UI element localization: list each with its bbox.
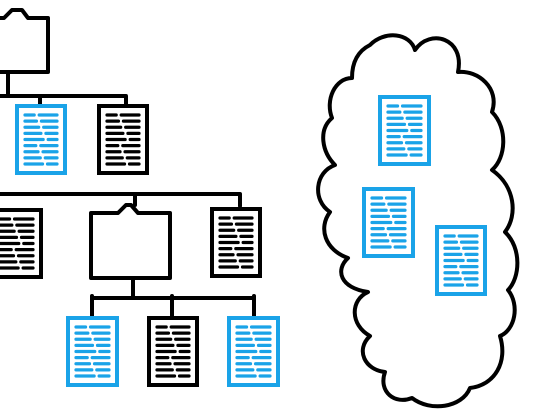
tree-connectors	[0, 72, 256, 318]
connector-root-to-level1	[0, 72, 128, 106]
document-blue	[15, 104, 67, 175]
root-folder	[0, 8, 50, 74]
document-blue	[66, 316, 119, 387]
connector-level1-to-level2	[0, 192, 242, 208]
document-blue	[362, 187, 415, 258]
folder-tree	[0, 8, 280, 387]
document-black	[147, 316, 199, 387]
cloud-storage	[316, 33, 520, 409]
cloud-icon	[316, 33, 520, 409]
sub-folder	[89, 203, 172, 280]
document-black	[97, 104, 149, 175]
document-blue	[378, 95, 431, 166]
document-black	[0, 208, 43, 279]
document-black	[210, 207, 262, 278]
connector-folder-to-level3	[90, 278, 256, 318]
document-blue	[227, 316, 280, 387]
folder-icon	[89, 203, 172, 280]
document-blue	[435, 225, 487, 296]
folder-icon	[0, 8, 50, 74]
